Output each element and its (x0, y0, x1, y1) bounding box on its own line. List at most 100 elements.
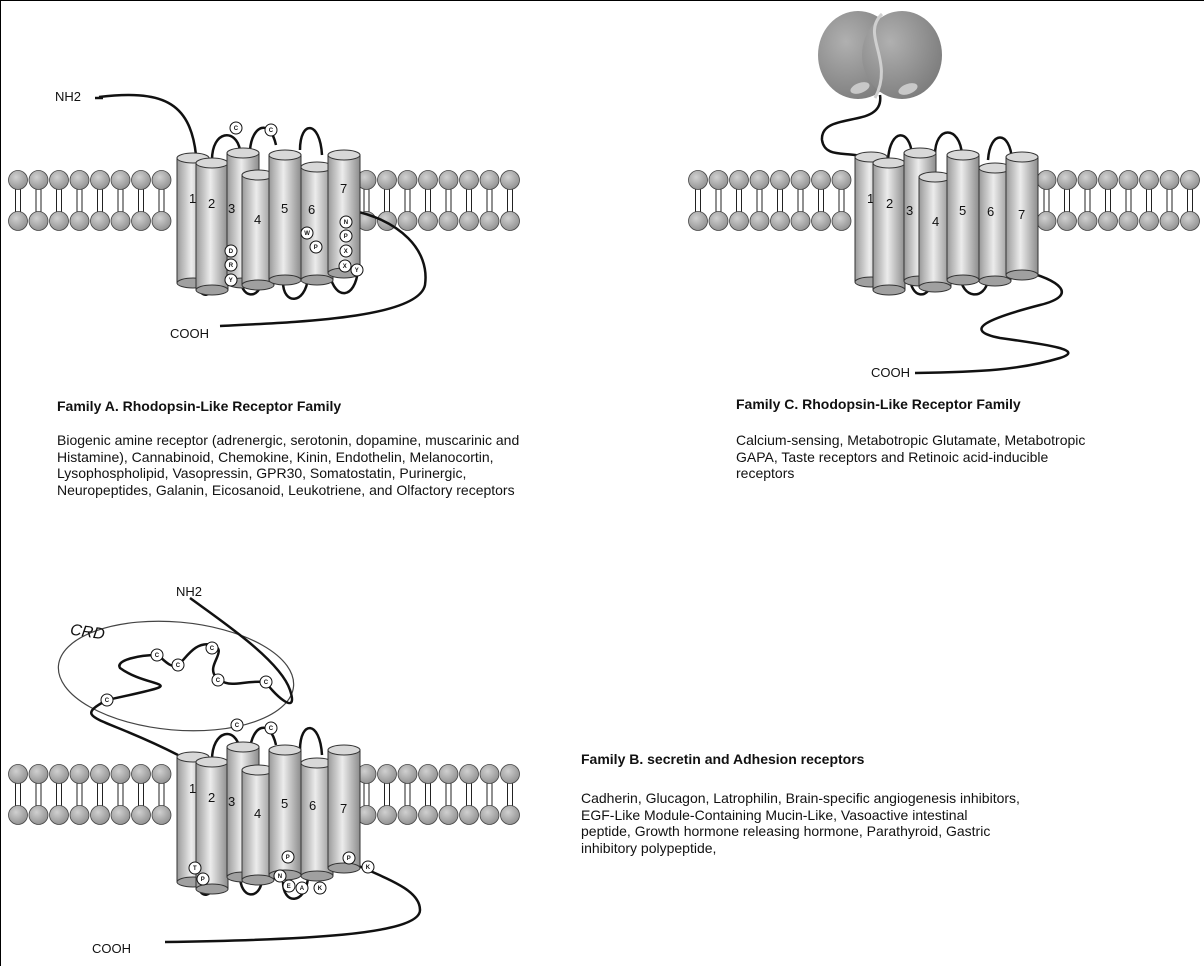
lipid-head (378, 171, 397, 190)
lipid-head (70, 171, 89, 190)
lipid-head (771, 171, 790, 190)
svg-text:K: K (318, 886, 323, 892)
lipid-head (419, 171, 438, 190)
svg-text:P: P (344, 234, 348, 240)
lipid-head (132, 212, 151, 231)
helix-a-3-label: 3 (228, 201, 235, 216)
helix-a-7: 7 (328, 150, 360, 278)
svg-text:P: P (201, 877, 205, 883)
family-b-helices: 1 2 3 4 5 6 7 (177, 742, 360, 894)
lipid-head (398, 806, 417, 825)
svg-text:C: C (264, 680, 269, 686)
lipid-head (91, 212, 110, 231)
svg-text:C: C (210, 646, 215, 652)
family-b-diagram: 1 2 3 4 5 6 7 C C C C C C C C T P P N E … (9, 598, 520, 942)
lipid-head (832, 171, 851, 190)
svg-text:6: 6 (987, 204, 994, 219)
svg-text:3: 3 (906, 203, 913, 218)
helix-c-4: 4 (919, 172, 951, 292)
residue-b-c1: C (231, 719, 243, 731)
lipid-head (439, 806, 458, 825)
lipid-head (152, 806, 171, 825)
helix-a-2: 2 (196, 158, 228, 295)
lipid-head (812, 212, 831, 231)
lipid-head (439, 212, 458, 231)
lipid-head (1140, 171, 1159, 190)
helix-c-2: 2 (873, 158, 905, 295)
lipid-head (29, 212, 48, 231)
svg-text:C: C (216, 678, 221, 684)
lipid-head (460, 212, 479, 231)
residue-a-p: P (310, 241, 322, 253)
family-b-description: Cadherin, Glucagon, Latrophilin, Brain-s… (581, 790, 1021, 856)
residue-a-n: N (340, 216, 352, 228)
lipid-head (50, 765, 69, 784)
lipid-head (1037, 212, 1056, 231)
lipid-head (111, 806, 130, 825)
helix-c-5: 5 (947, 150, 979, 285)
helix-b-7: 7 (328, 745, 360, 873)
residue-b-e: E (283, 880, 295, 892)
lipid-head (70, 806, 89, 825)
lipid-head (1160, 171, 1179, 190)
svg-text:2: 2 (208, 790, 215, 805)
svg-text:X: X (344, 249, 348, 255)
lipid-head (1078, 212, 1097, 231)
lipid-head (50, 806, 69, 825)
lipid-head (398, 212, 417, 231)
svg-text:P: P (286, 855, 290, 861)
svg-text:1: 1 (189, 781, 196, 796)
svg-text:P: P (347, 856, 351, 862)
lipid-head (709, 171, 728, 190)
residue-b-a: A (296, 882, 308, 894)
family-c-helices: 1 2 3 4 5 6 7 (855, 148, 1038, 295)
lipid-head (1058, 212, 1077, 231)
lipid-head (132, 765, 151, 784)
svg-text:4: 4 (932, 214, 939, 229)
lipid-head (29, 171, 48, 190)
svg-text:D: D (229, 249, 234, 255)
helix-a-2-label: 2 (208, 196, 215, 211)
lipid-head (480, 765, 499, 784)
lipid-head (480, 212, 499, 231)
helix-a-4-label: 4 (254, 212, 261, 227)
svg-text:C: C (105, 698, 110, 704)
helix-a-7-label: 7 (340, 181, 347, 196)
lipid-head (111, 171, 130, 190)
lipid-head (1119, 212, 1138, 231)
lipid-head (398, 765, 417, 784)
svg-text:C: C (234, 126, 239, 132)
family-a-title: Family A. Rhodopsin-Like Receptor Family (57, 398, 341, 414)
lipid-head (152, 171, 171, 190)
residue-a-y: Y (225, 274, 237, 286)
lipid-head (1037, 171, 1056, 190)
residue-a-y2: Y (351, 264, 363, 276)
svg-text:P: P (314, 245, 318, 251)
residue-a-p2: P (340, 230, 352, 242)
helix-a-6-label: 6 (308, 202, 315, 217)
residue-b-crd-6: C (260, 676, 272, 688)
lipid-head (791, 171, 810, 190)
svg-text:5: 5 (959, 203, 966, 218)
lipid-head (460, 765, 479, 784)
family-c-cooh-label: COOH (871, 365, 910, 380)
lipid-head (419, 212, 438, 231)
residue-b-p: P (197, 873, 209, 885)
svg-text:C: C (235, 723, 240, 729)
lipid-head (152, 765, 171, 784)
svg-text:Y: Y (229, 278, 233, 284)
family-a-description: Biogenic amine receptor (adrenergic, ser… (57, 432, 527, 498)
lipid-head (29, 806, 48, 825)
lipid-head (132, 171, 151, 190)
lipid-head (501, 806, 520, 825)
lipid-head (91, 171, 110, 190)
lipid-head (1119, 171, 1138, 190)
lipid-head (9, 171, 28, 190)
residue-b-p3: P (343, 852, 355, 864)
svg-text:4: 4 (254, 806, 261, 821)
residue-b-crd-4: C (206, 642, 218, 654)
svg-text:C: C (269, 726, 274, 732)
lipid-head (132, 806, 151, 825)
residue-b-crd-1: C (101, 694, 113, 706)
lipid-head (709, 212, 728, 231)
